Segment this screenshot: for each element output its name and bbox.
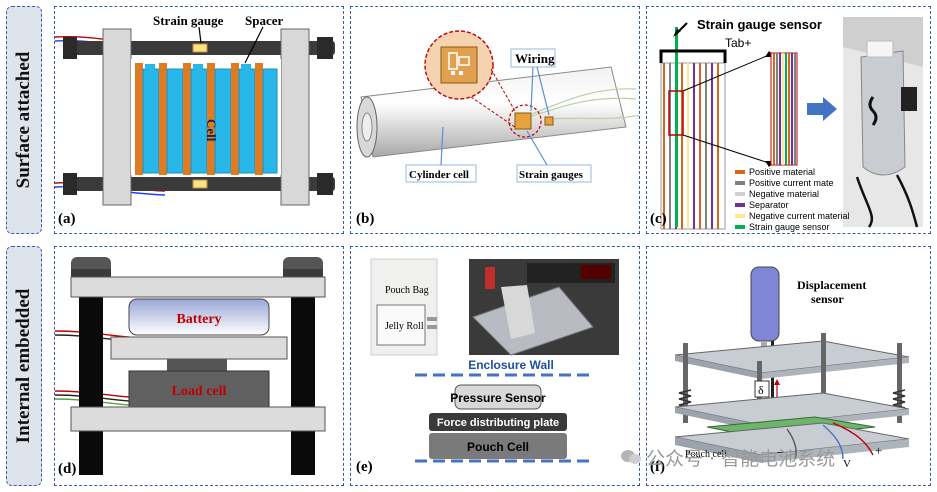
legend-item: Positive material bbox=[749, 167, 815, 177]
label-pouch-cell-f: Pouch cell bbox=[685, 449, 727, 460]
label-force-plate: Force distributing plate bbox=[437, 417, 559, 429]
legend-item: Strain gauge sensor bbox=[749, 222, 830, 232]
panel-d-diagram: Battery Load cell bbox=[55, 257, 326, 475]
label-wiring: Wiring bbox=[515, 51, 555, 66]
row-label-internal: Internal embedded bbox=[6, 246, 42, 486]
label-tab: Tab+ bbox=[725, 36, 751, 50]
legend-swatch bbox=[735, 203, 745, 207]
panel-b-diagram: Wiring Cylinder cell Strain gauges bbox=[356, 30, 639, 183]
label-minus: – bbox=[776, 444, 784, 458]
label-plus: + bbox=[875, 443, 882, 458]
label-enclosure-wall: Enclosure Wall bbox=[468, 358, 554, 372]
panel-e-label: (e) bbox=[356, 459, 373, 475]
label-spacer: Spacer bbox=[245, 13, 284, 28]
legend-item: Negative material bbox=[749, 189, 819, 199]
label-battery: Battery bbox=[176, 312, 221, 327]
panel-a-label: (a) bbox=[58, 211, 76, 227]
force-plate-block bbox=[429, 413, 567, 431]
zoom-stripes bbox=[770, 52, 798, 166]
panel-c-label: (c) bbox=[650, 211, 667, 227]
panel-e-diagram: Pouch Bag Jelly Roll Enclosure Wall Pres… bbox=[370, 258, 619, 463]
legend-swatch bbox=[735, 170, 745, 174]
label-strain-gauges: Strain gauges bbox=[519, 169, 584, 181]
pressure-sensor-block bbox=[454, 384, 542, 410]
panel-f-label: (f) bbox=[650, 459, 665, 475]
legend-swatch bbox=[735, 192, 745, 196]
row-label-surface: Surface attached bbox=[6, 6, 42, 234]
label-strain-gauge: Strain gauge bbox=[153, 13, 224, 28]
displacement-sensor bbox=[750, 266, 780, 342]
panel-e: Pouch Bag Jelly Roll Enclosure Wall Pres… bbox=[350, 246, 640, 486]
panel-f: Displacement sensor δ Pouch cell – bbox=[646, 246, 931, 486]
label-jelly-roll: Jelly Roll bbox=[385, 321, 424, 332]
panel-f-diagram: Displacement sensor δ Pouch cell – bbox=[674, 266, 910, 470]
layer-legend: Positive material Positive current mate … bbox=[735, 167, 850, 232]
panel-b-label: (b) bbox=[356, 211, 375, 227]
label-load-cell: Load cell bbox=[172, 384, 227, 399]
battery-block bbox=[128, 298, 270, 336]
label-cylinder-cell: Cylinder cell bbox=[409, 169, 469, 181]
watermark-text: 公众号 · 智能电池系统 bbox=[646, 448, 836, 470]
label-delta: δ bbox=[758, 383, 764, 397]
panel-a-diagram: Strain gauge Spacer Cell bbox=[55, 13, 335, 206]
label-pouch-cell-e: Pouch Cell bbox=[467, 440, 529, 454]
row-label-surface-text: Surface attached bbox=[13, 51, 34, 189]
strain-gauge-top bbox=[192, 43, 208, 53]
wechat-icon bbox=[621, 450, 641, 464]
label-displacement-line1: Displacement bbox=[797, 278, 866, 292]
label-displacement-line2: sensor bbox=[811, 292, 844, 306]
panel-d-label: (d) bbox=[58, 461, 77, 477]
label-strain-sensor-title: Strain gauge sensor bbox=[697, 17, 822, 32]
legend-swatch bbox=[735, 181, 745, 185]
load-cell-block bbox=[128, 370, 270, 408]
label-pouch-bag: Pouch Bag bbox=[385, 285, 429, 296]
panel-b: Wiring Cylinder cell Strain gauges (b) bbox=[350, 6, 640, 234]
legend-item: Separator bbox=[749, 200, 789, 210]
pouch-cell-block bbox=[429, 433, 567, 459]
label-v: V bbox=[843, 458, 851, 470]
label-cell: Cell bbox=[204, 119, 219, 142]
panel-d: Battery Load cell (d) bbox=[54, 246, 344, 486]
panel-c-diagram: Positive material Positive current mate … bbox=[659, 17, 923, 232]
panel-a: Strain gauge Spacer Cell (a) bbox=[54, 6, 344, 234]
cell-stack bbox=[135, 63, 278, 175]
legend-item: Negative current material bbox=[749, 211, 850, 221]
legend-item: Positive current mate bbox=[749, 178, 834, 188]
label-pressure-sensor: Pressure Sensor bbox=[450, 391, 546, 405]
strain-gauge-bottom bbox=[192, 179, 208, 189]
legend-swatch bbox=[735, 225, 745, 229]
row-label-internal-text: Internal embedded bbox=[13, 288, 34, 444]
panel-c: Positive material Positive current mate … bbox=[646, 6, 931, 234]
legend-swatch bbox=[735, 214, 745, 218]
